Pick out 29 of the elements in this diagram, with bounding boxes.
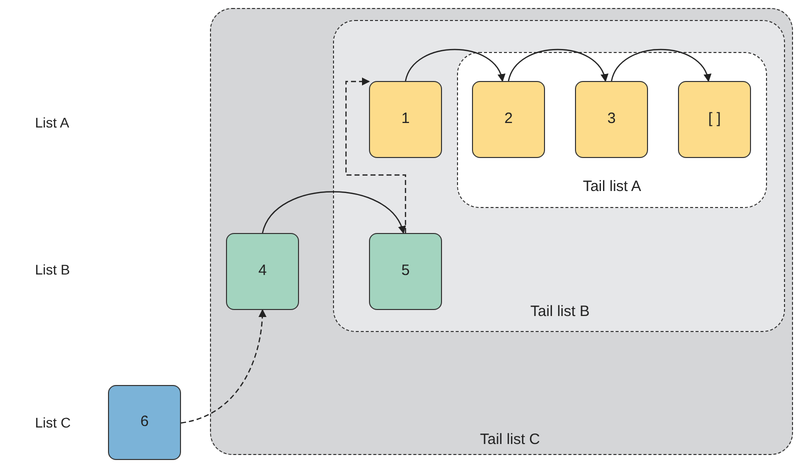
dashed-region bbox=[457, 52, 767, 208]
arrow bbox=[180, 309, 266, 424]
list-node-box bbox=[472, 81, 545, 158]
list-label: List A bbox=[35, 114, 70, 132]
node-value: 2 bbox=[504, 109, 513, 130]
region-label: Tail list A bbox=[582, 176, 642, 197]
arrow bbox=[262, 191, 405, 234]
node-value: 5 bbox=[401, 261, 410, 282]
list-label: List B bbox=[35, 260, 70, 280]
list-node-box bbox=[108, 385, 181, 460]
dashed-region bbox=[210, 8, 793, 455]
node-value: 4 bbox=[258, 261, 267, 282]
list-node-box bbox=[369, 81, 442, 158]
region-label: Tail list B bbox=[530, 302, 590, 322]
list-node-box bbox=[226, 233, 299, 310]
node-value: 1 bbox=[401, 109, 410, 130]
region-label: Tail list C bbox=[480, 430, 540, 450]
arrow bbox=[345, 78, 406, 233]
arrow bbox=[610, 48, 710, 82]
arrow bbox=[508, 48, 608, 82]
list-node-box bbox=[575, 81, 648, 158]
list-label: List C bbox=[35, 414, 71, 432]
dashed-region bbox=[333, 20, 785, 332]
arrow bbox=[404, 48, 504, 82]
list-node-box bbox=[678, 81, 751, 158]
node-value: [ ] bbox=[708, 109, 721, 130]
list-node-box bbox=[369, 233, 442, 310]
node-value: 6 bbox=[140, 412, 149, 432]
node-value: 3 bbox=[607, 109, 616, 130]
